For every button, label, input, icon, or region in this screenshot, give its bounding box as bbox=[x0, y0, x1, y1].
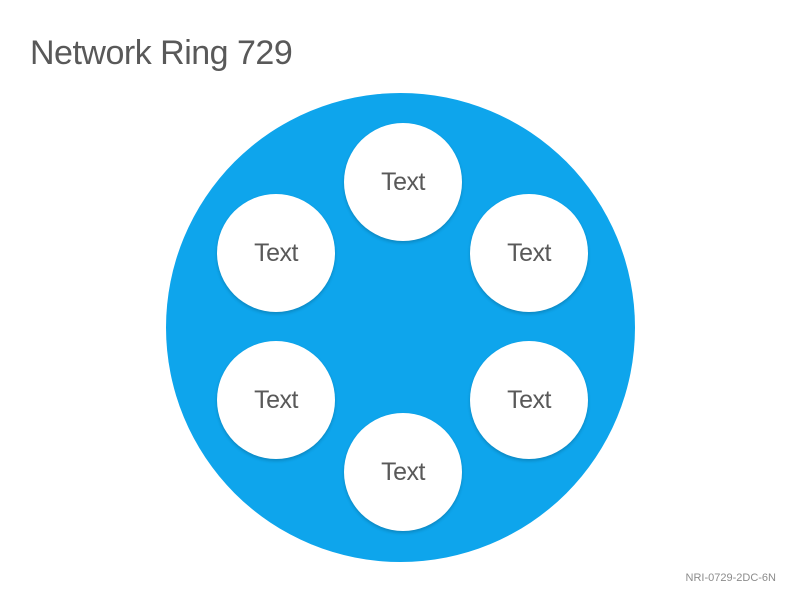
ring-node-label: Text bbox=[254, 238, 298, 267]
ring-node-upper-right[interactable]: Text bbox=[470, 194, 588, 312]
ring-node-label: Text bbox=[507, 385, 551, 414]
ring-node-top[interactable]: Text bbox=[344, 123, 462, 241]
ring-node-lower-right[interactable]: Text bbox=[470, 341, 588, 459]
ring-node-label: Text bbox=[254, 385, 298, 414]
slide-code: NRI-0729-2DC-6N bbox=[685, 572, 776, 584]
ring-node-label: Text bbox=[381, 457, 425, 486]
ring-node-label: Text bbox=[507, 238, 551, 267]
ring-node-label: Text bbox=[381, 167, 425, 196]
ring-node-bottom[interactable]: Text bbox=[344, 413, 462, 531]
ring-node-upper-left[interactable]: Text bbox=[217, 194, 335, 312]
page-title: Network Ring 729 bbox=[30, 34, 293, 72]
ring-node-lower-left[interactable]: Text bbox=[217, 341, 335, 459]
